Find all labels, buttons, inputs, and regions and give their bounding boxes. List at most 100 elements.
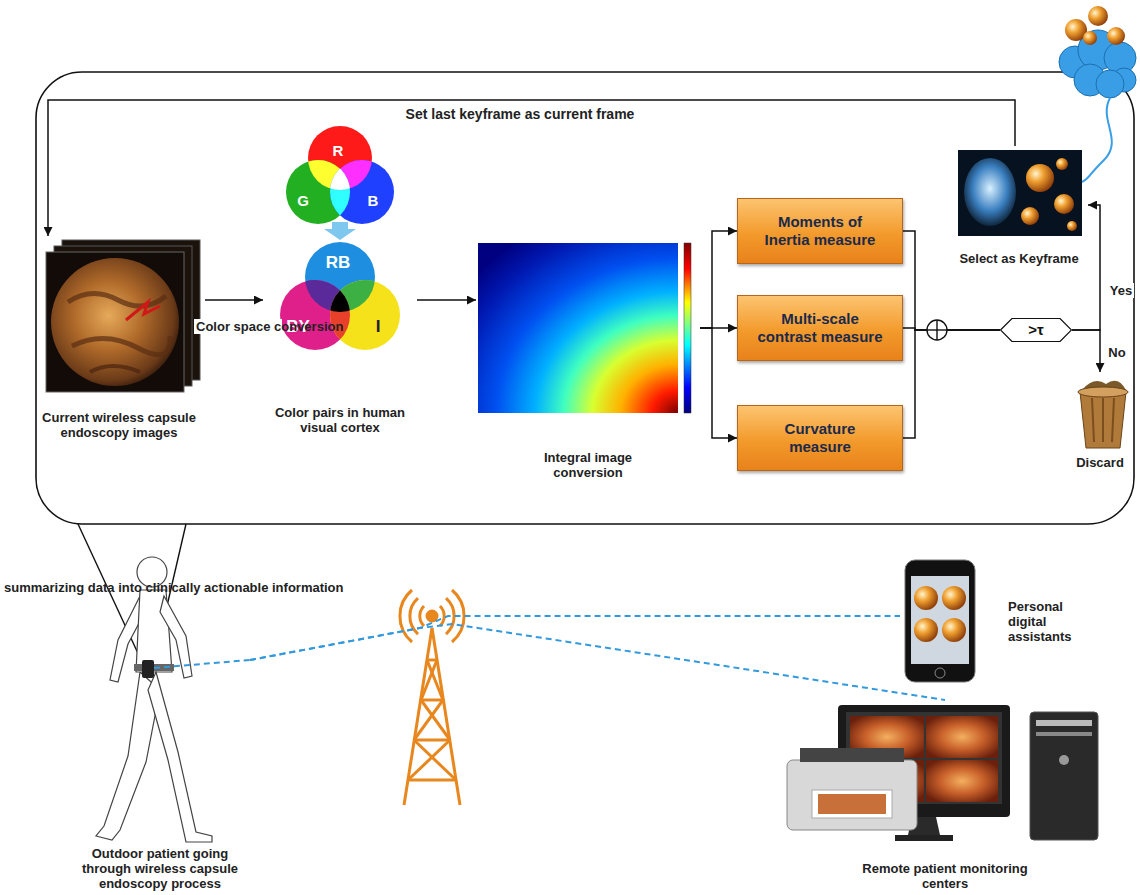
keyframe-picture [958, 150, 1082, 236]
connector [205, 299, 263, 301]
belt-link [154, 660, 250, 668]
text-holder: Multi-scale contrast measure [755, 310, 885, 346]
patient-figure [96, 557, 212, 842]
monitoring-workstation [926, 760, 998, 802]
connector [903, 330, 1000, 438]
edge-label: Yes [1108, 283, 1134, 298]
node-text: Discard [1076, 455, 1124, 470]
radio-tower [408, 779, 456, 782]
edge-label-holder: Color space conversion [194, 319, 282, 334]
integral-image [478, 243, 678, 413]
integral-image [684, 243, 691, 413]
connector [903, 231, 1000, 330]
keyframe-picture [958, 150, 1082, 236]
patient-figure [137, 557, 167, 587]
node-text: Multi-scale contrast measure [755, 310, 885, 346]
connector [1072, 330, 1100, 372]
keyframe-picture [1067, 221, 1077, 231]
image-stack: Current wireless capsule endoscopy image… [33, 236, 205, 440]
radio-tower [410, 598, 418, 634]
edge-label: No [1106, 345, 1127, 360]
endoscopy-image-stack [51, 258, 179, 386]
text-holder: RB [326, 253, 351, 272]
color-venn [280, 126, 400, 350]
endoscopy-image-stack [68, 293, 166, 306]
endoscopy-image-stack [72, 336, 170, 355]
pda-device [914, 586, 938, 610]
radio-tower [440, 606, 444, 626]
keyframe-picture [1054, 194, 1074, 214]
integral-image [478, 243, 691, 413]
summation-symbol [936, 320, 937, 340]
monitoring-workstation [812, 790, 892, 818]
keyframe-picture [1021, 207, 1039, 225]
pda-device: Personal digital assistants [900, 556, 1100, 686]
trash-bin [1080, 392, 1126, 448]
text-holder: Remote patient monitoring centers [855, 861, 1035, 891]
color-channel-label: B [368, 192, 379, 209]
node-text: Personal digital assistants [1008, 599, 1094, 644]
text-holder: >τ [1028, 321, 1043, 339]
pda-device [911, 576, 969, 664]
text-holder: I [376, 317, 381, 336]
color-venn [330, 280, 400, 350]
radio-tower [414, 700, 443, 740]
radio-tower [421, 660, 437, 700]
cloud-storage [1082, 98, 1112, 182]
monitoring-workstation [818, 794, 886, 814]
node-text: Moments of Inertia measure [760, 213, 880, 249]
color-channel-label: G [297, 192, 309, 209]
process-box: Curvature measure [737, 405, 903, 471]
pda-device [935, 668, 945, 678]
integral-image: Integral image conversion [476, 240, 700, 480]
color-channel-label: R [333, 142, 344, 159]
color-venn [330, 280, 400, 350]
text-holder: Moments of Inertia measure [760, 213, 880, 249]
monitoring-workstation [787, 760, 917, 830]
text-holder: Color pairs in human visual cortex [265, 405, 415, 435]
trash-bin [1078, 381, 1128, 448]
monitoring-workstation [895, 835, 953, 841]
endoscopy-image-stack [46, 252, 184, 392]
edge-label-holder: No [1106, 345, 1127, 360]
patient-figure [148, 672, 212, 842]
endoscopy-image-stack [126, 302, 160, 320]
keyframe-picture [1026, 164, 1054, 192]
text-holder: Outdoor patient going through wireless c… [76, 846, 244, 891]
cloud-storage [1088, 6, 1108, 26]
radio-tower [421, 699, 443, 702]
text-holder: BY [286, 317, 310, 336]
connector [700, 328, 737, 438]
color-venn [330, 160, 394, 224]
wireless-link [250, 624, 945, 700]
radio-tower [420, 606, 424, 626]
color-opponent-venn: R G B RB BY I Color pairs in human visual cort… [263, 125, 417, 435]
endoscopy-image-stack [46, 240, 200, 392]
text-holder: B [368, 192, 379, 209]
process-box: Moments of Inertia measure [737, 198, 903, 264]
monitoring-workstation [1030, 712, 1098, 840]
note-holder: summarizing data into clinically actiona… [2, 580, 94, 595]
color-venn [330, 280, 400, 350]
decision-diamond: >τ [1000, 318, 1072, 342]
cloud-storage [1096, 70, 1124, 98]
edge-label: Color space conversion [194, 319, 282, 334]
radio-tower [427, 611, 437, 621]
annotation: summarizing data into clinically actiona… [4, 580, 92, 595]
color-venn [330, 160, 394, 224]
color-venn [330, 280, 400, 350]
monitoring-workstation [1036, 732, 1092, 736]
node-text: Integral image conversion [533, 450, 643, 480]
node-text: Outdoor patient going through wireless c… [76, 846, 244, 891]
color-channel-label: BY [286, 317, 310, 336]
monitoring-workstation [1036, 720, 1092, 726]
text-holder: Personal digital assistants [1008, 599, 1094, 644]
cloud-storage [1083, 31, 1097, 45]
keyframe-picture [964, 158, 1016, 226]
text-holder: R [333, 142, 344, 159]
decision-outline [1001, 319, 1072, 342]
cloud-storage [1107, 27, 1125, 45]
edge-label: Set last keyframe as current frame [404, 107, 637, 122]
